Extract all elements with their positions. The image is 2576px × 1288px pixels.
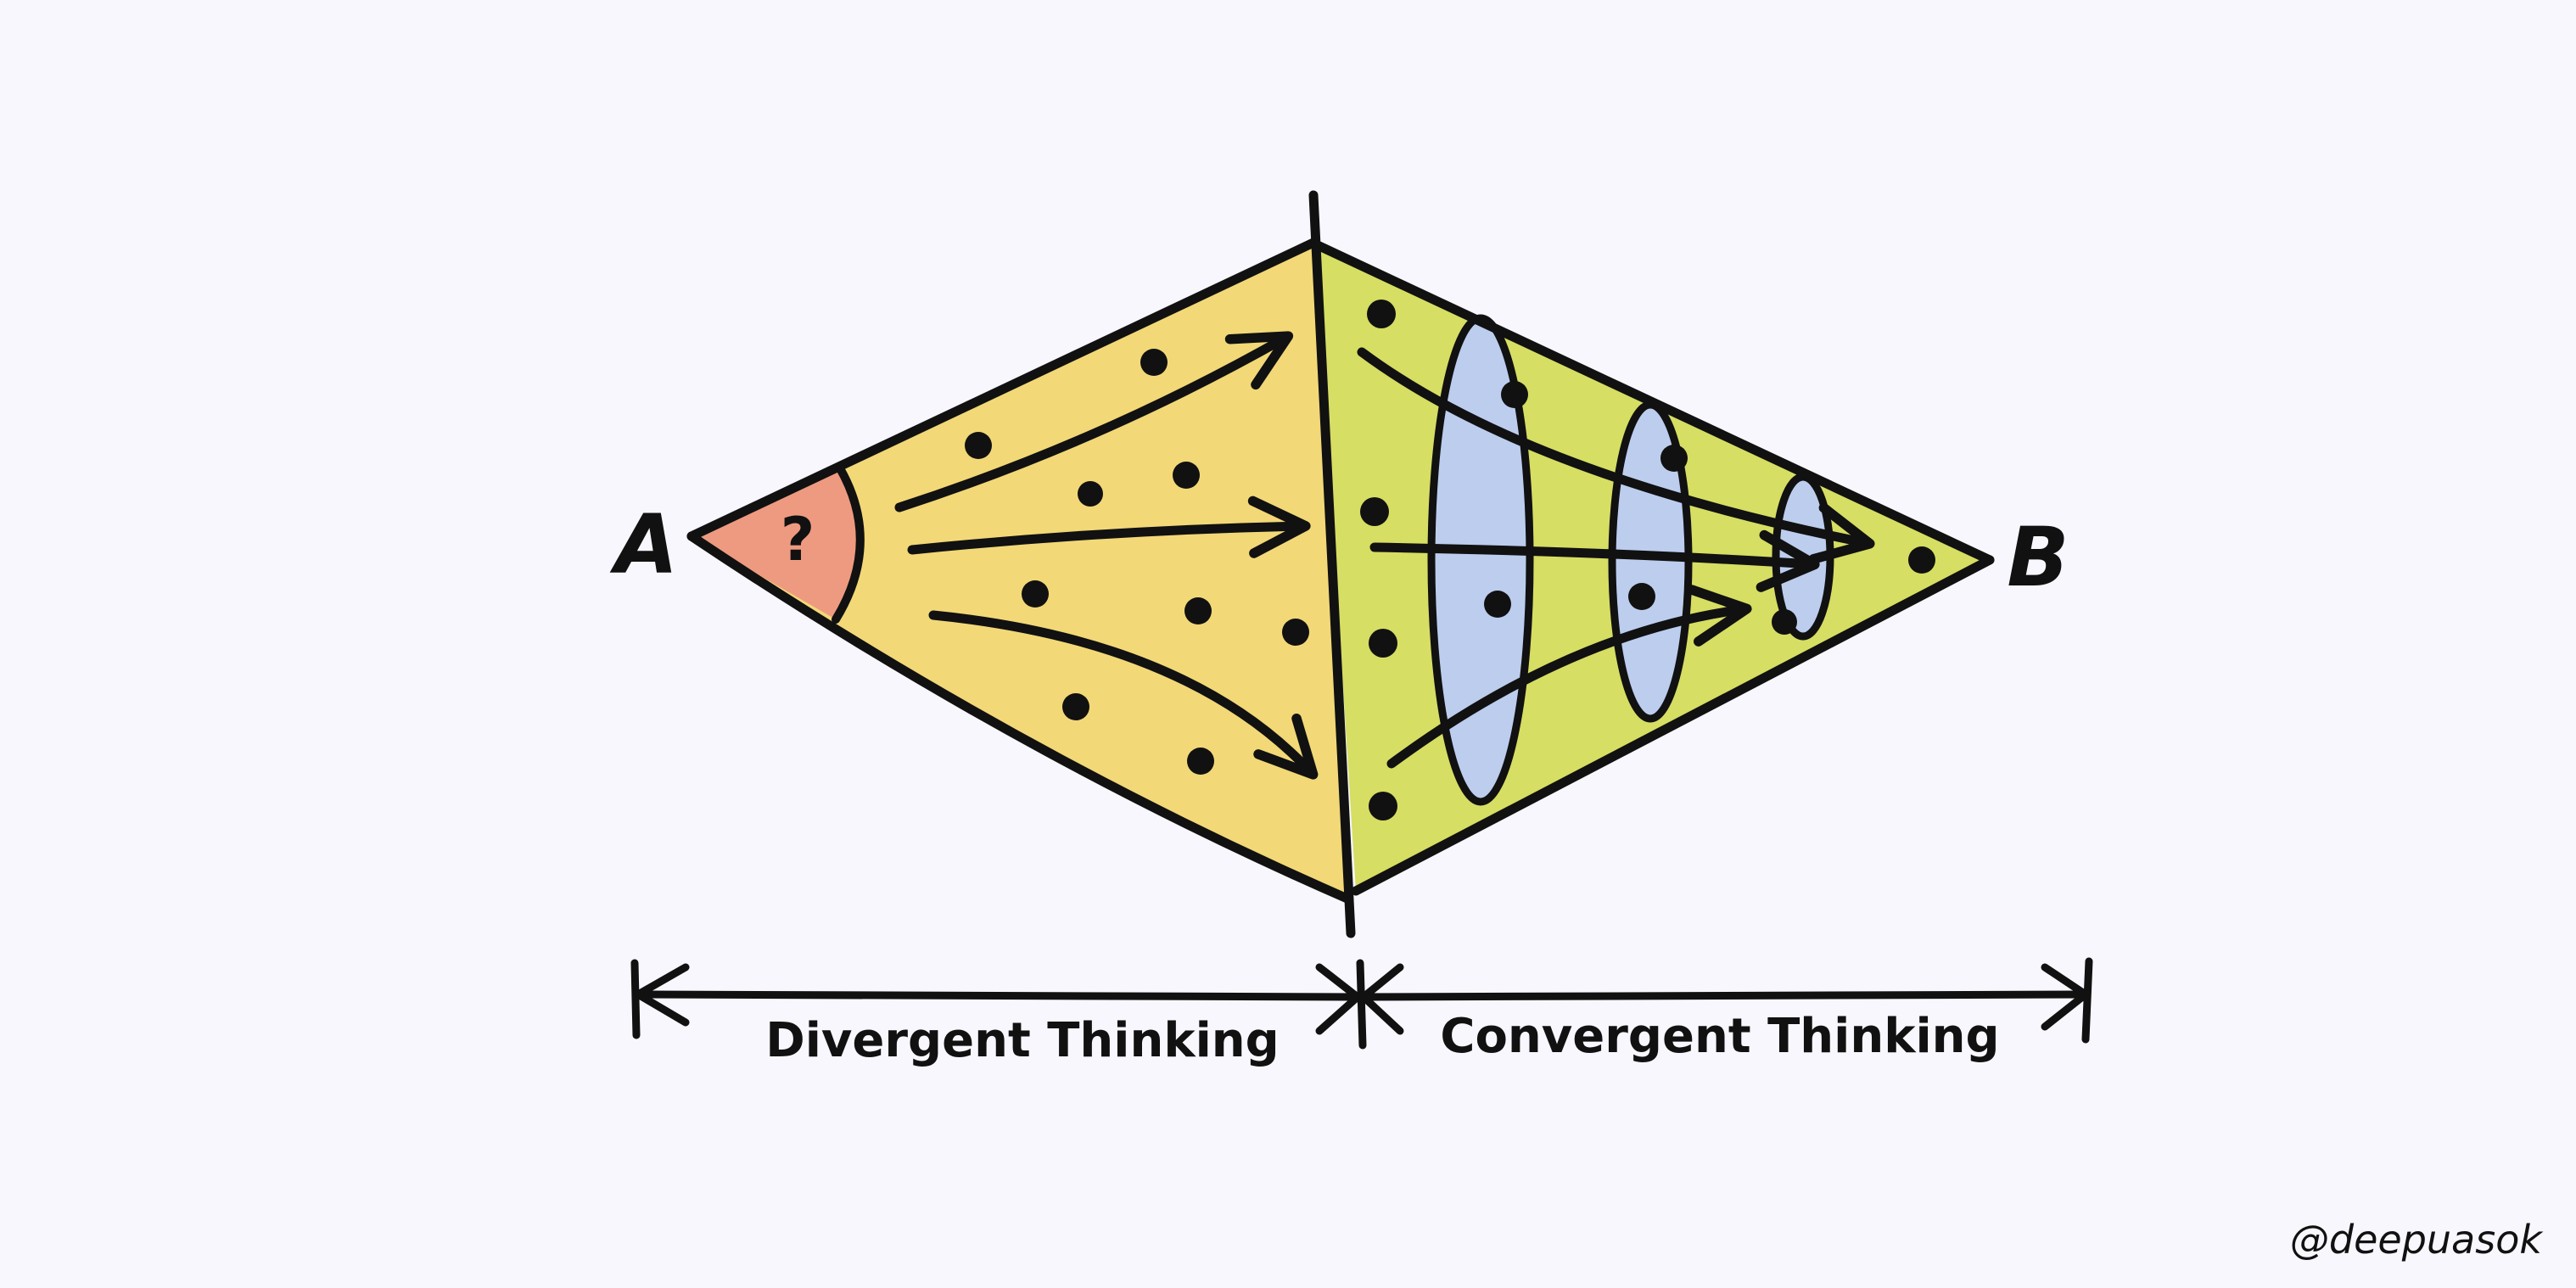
timeline-left-bar bbox=[630, 959, 641, 1039]
arrow-diverge-mid bbox=[907, 496, 1311, 558]
idea-dot bbox=[1173, 462, 1200, 489]
arrow-converge-mid bbox=[1369, 529, 1820, 592]
divergent-region bbox=[692, 242, 1349, 899]
idea-dot bbox=[1078, 481, 1103, 507]
arrow-diverge-down bbox=[928, 610, 1319, 780]
timeline-right-bar bbox=[2081, 957, 2093, 1044]
idea-dot bbox=[1772, 609, 1797, 635]
question-arc bbox=[832, 464, 865, 624]
idea-dot bbox=[1660, 445, 1688, 472]
outline-bottom-left bbox=[686, 531, 1354, 904]
outline-top-right bbox=[1314, 241, 1995, 565]
idea-dot bbox=[1282, 619, 1309, 646]
outline-top-left bbox=[686, 237, 1320, 541]
idea-dot bbox=[1369, 792, 1397, 820]
idea-dot bbox=[1369, 629, 1397, 658]
idea-dot bbox=[1184, 597, 1212, 624]
idea-dot bbox=[1022, 580, 1049, 608]
idea-dot bbox=[1062, 693, 1089, 720]
timeline-mid-bar bbox=[1356, 959, 1367, 1050]
outline-bottom-right bbox=[1351, 555, 1995, 896]
start-point-label: A bbox=[609, 497, 678, 592]
idea-dot bbox=[1501, 381, 1528, 408]
question-region bbox=[692, 468, 860, 619]
timeline-convergent-line bbox=[1359, 990, 2090, 1001]
arrow-converge-top bbox=[1357, 347, 1875, 564]
idea-dot bbox=[1187, 748, 1214, 775]
idea-dot bbox=[1360, 497, 1389, 526]
arrow-diverge-up bbox=[894, 331, 1294, 512]
question-mark: ? bbox=[781, 505, 815, 574]
idea-dot bbox=[1140, 349, 1168, 376]
idea-dot bbox=[1367, 300, 1396, 328]
idea-dot bbox=[965, 432, 992, 459]
idea-dot bbox=[1628, 583, 1655, 610]
idea-dot bbox=[1484, 591, 1511, 618]
timeline-divergent-line bbox=[634, 990, 1362, 1001]
idea-dot bbox=[1908, 546, 1935, 574]
arrow-converge-bottom bbox=[1386, 585, 1752, 769]
center-divider bbox=[1308, 190, 1356, 938]
end-point-label: B bbox=[2007, 510, 2069, 605]
divergent-thinking-label: Divergent Thinking bbox=[765, 1013, 1280, 1068]
convergent-thinking-label: Convergent Thinking bbox=[1440, 1009, 1999, 1064]
author-credit: @deepuasok bbox=[2289, 1217, 2542, 1263]
